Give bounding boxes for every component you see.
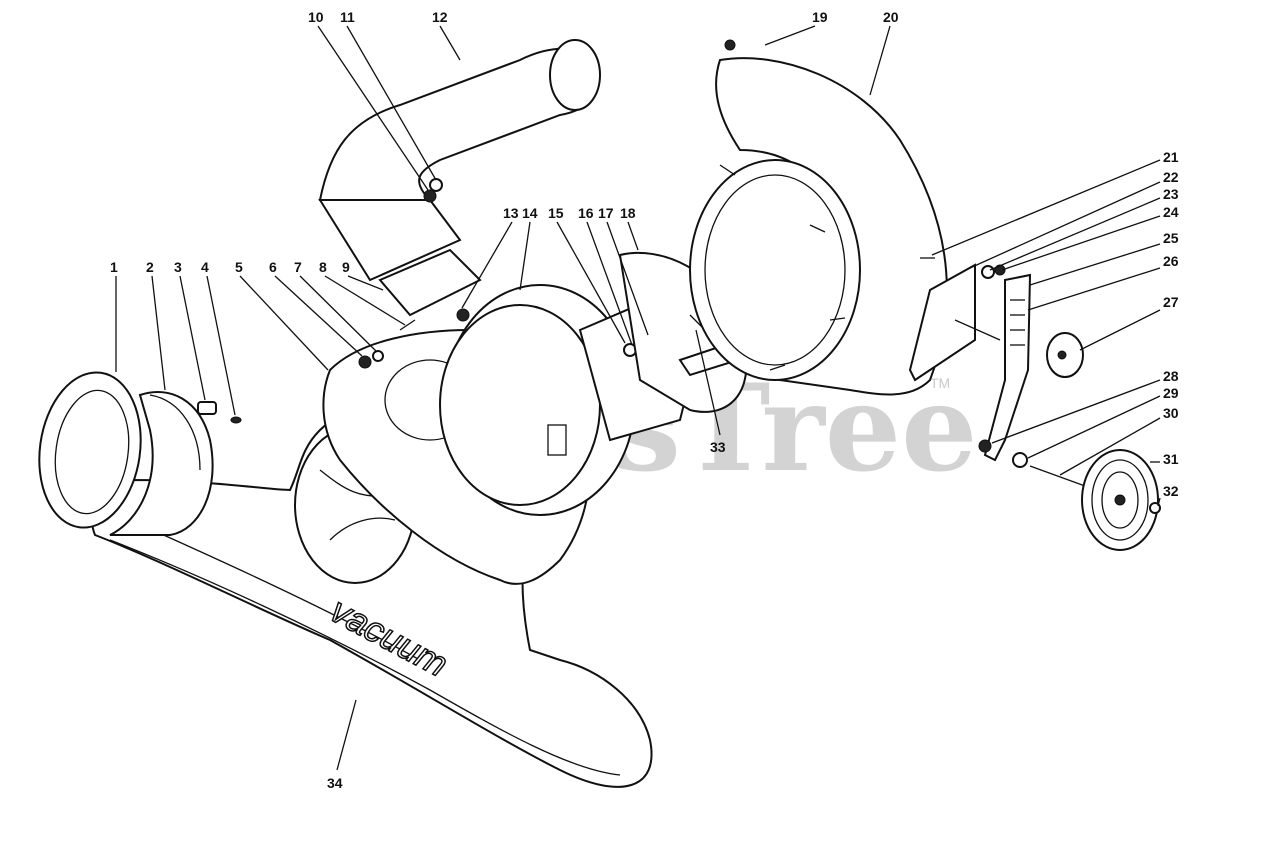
callout-32: 32 xyxy=(1163,483,1179,499)
callout-23: 23 xyxy=(1163,186,1179,202)
callout-labels: 1 2 3 4 5 6 7 8 9 10 11 12 13 14 15 16 1… xyxy=(110,9,1179,791)
callout-16: 16 xyxy=(578,205,594,221)
callout-13: 13 xyxy=(503,205,519,221)
callout-24: 24 xyxy=(1163,204,1179,220)
callout-2: 2 xyxy=(146,259,154,275)
callout-18: 18 xyxy=(620,205,636,221)
part-20-scroll-housing[interactable] xyxy=(689,57,948,396)
part-10-nut[interactable] xyxy=(423,189,437,203)
part-23-washer[interactable] xyxy=(981,265,995,279)
callout-31: 31 xyxy=(1163,451,1179,467)
part-11-washer[interactable] xyxy=(429,178,443,192)
callout-11: 11 xyxy=(340,9,355,25)
watermark-tm: TM xyxy=(930,375,950,391)
callout-8: 8 xyxy=(319,259,327,275)
part-30-axle[interactable] xyxy=(1029,465,1086,487)
part-4-screw[interactable] xyxy=(230,416,242,424)
part-9-gasket[interactable] xyxy=(378,248,482,317)
callout-21: 21 xyxy=(1163,149,1179,165)
callout-22: 22 xyxy=(1163,169,1179,185)
callout-17: 17 xyxy=(598,205,614,221)
callout-10: 10 xyxy=(308,9,324,25)
part-7-washer[interactable] xyxy=(372,350,384,362)
callout-33: 33 xyxy=(710,439,726,455)
part-3-clip[interactable] xyxy=(197,401,217,415)
callout-6: 6 xyxy=(269,259,277,275)
callout-12: 12 xyxy=(432,9,448,25)
callout-20: 20 xyxy=(883,9,899,25)
callout-5: 5 xyxy=(235,259,243,275)
callout-34: 34 xyxy=(327,775,343,791)
callout-19: 19 xyxy=(812,9,828,25)
callout-3: 3 xyxy=(174,259,182,275)
callout-9: 9 xyxy=(342,259,350,275)
leader-lines xyxy=(115,25,1161,771)
part-31-wheel[interactable] xyxy=(1081,449,1159,551)
part-12-outlet-chute[interactable] xyxy=(318,39,601,282)
part-2-inlet-tube[interactable] xyxy=(109,391,214,536)
callout-14: 14 xyxy=(522,205,538,221)
part-22-bracket[interactable] xyxy=(908,263,976,382)
part-29-washer[interactable] xyxy=(1012,452,1028,468)
part-19-screw[interactable] xyxy=(724,39,736,51)
callout-29: 29 xyxy=(1163,385,1179,401)
part-25-height-adjuster[interactable] xyxy=(983,273,1032,462)
callout-30: 30 xyxy=(1163,405,1179,421)
callout-4: 4 xyxy=(201,259,209,275)
part-8-bracket[interactable] xyxy=(399,319,416,331)
part-6-nut[interactable] xyxy=(358,355,372,369)
callout-26: 26 xyxy=(1163,253,1179,269)
part-27-knob[interactable] xyxy=(1046,332,1084,378)
callout-7: 7 xyxy=(294,259,302,275)
callout-15: 15 xyxy=(548,205,564,221)
callout-25: 25 xyxy=(1163,230,1179,246)
callout-28: 28 xyxy=(1163,368,1179,384)
part-13-impeller[interactable] xyxy=(439,304,601,506)
part-28-nut[interactable] xyxy=(978,439,992,453)
part-26-bolt[interactable] xyxy=(954,319,1001,341)
part-1-inlet-ring[interactable] xyxy=(30,366,151,534)
callout-1: 1 xyxy=(110,259,118,275)
callout-27: 27 xyxy=(1163,294,1179,310)
